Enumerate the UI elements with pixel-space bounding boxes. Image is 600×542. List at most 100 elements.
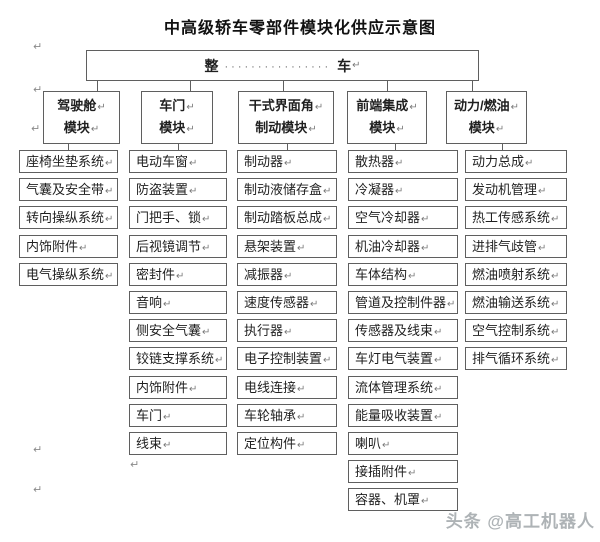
watermark: 头条 @高工机器人 [445,512,595,531]
module-header: 车门↵模块↵ [141,91,213,144]
module-item-text: 车体结构 [355,266,408,282]
module-item: 门把手、锁↵ [129,206,227,230]
module-item: 音响↵ [129,291,227,314]
paragraph-mark: ↵ [186,123,195,135]
module-header: 动力/燃油↵模块↵ [446,91,527,144]
module-item-text: 能量吸收装置 [355,407,434,423]
module-item: 传感器及线束↵ [348,319,458,343]
connector-root-to-module [387,81,388,91]
module-header-text: 制动模块 [255,119,308,135]
module-item-text: 发动机管理 [472,182,538,198]
paragraph-mark: ↵ [105,270,114,282]
connector-root-to-module [283,81,284,91]
paragraph-mark: ↵ [215,355,224,367]
module-header: 驾驶舱↵模块↵ [43,91,120,144]
paragraph-mark: ↵ [308,123,317,135]
paragraph-mark: ↵ [525,158,534,169]
paragraph-mark: ↵ [421,242,430,254]
module-item: 电气操纵系统↵ [19,262,118,286]
paragraph-mark: ↵ [408,270,417,282]
module-item-text: 冷凝器 [355,182,395,198]
module-item: 速度传感器↵ [237,291,337,314]
connector-root-to-module [472,81,473,91]
connector-module-to-items [502,144,503,150]
module-item: 电线连接↵ [237,375,337,399]
paragraph-mark: ↵ [79,242,88,254]
paragraph-mark: ↵ [202,327,211,339]
module-item: 内饰附件↵ [19,234,118,258]
module-item-text: 制动器 [244,154,284,169]
paragraph-mark: ↵ [510,101,519,113]
module-item-text: 进排气歧管 [472,238,538,254]
paragraph-mark: ↵ [538,186,547,198]
module-header-text: 车门 [159,97,186,113]
module-item: 铰链支撑系统↵ [129,347,227,371]
module-item-text: 空气冷却器 [355,210,421,226]
module-item-text: 侧安全气囊 [136,323,202,339]
module-item-text: 电子控制装置 [244,351,323,367]
connector-module-to-items [395,144,396,150]
connector-root-to-module [97,81,98,91]
module-item-text: 燃油喷射系统 [472,266,551,282]
module-item-text: 容器、机罩 [355,492,421,508]
module-item-text: 制动踏板总成 [244,210,323,226]
module-item: 气囊及安全带↵ [19,178,118,202]
paragraph-mark: ↵ [105,158,114,169]
paragraph-mark: ↵ [202,214,211,226]
paragraph-mark: ↵ [323,355,332,367]
paragraph-mark: ↵ [395,186,404,198]
module-header-text: 前端集成 [356,97,409,113]
module-item: 能量吸收装置↵ [348,403,458,427]
paragraph-mark: ↵ [409,101,418,113]
paragraph-mark: ↵ [323,214,332,226]
paragraph-mark: ↵ [447,299,456,310]
paragraph-mark: ↵ [284,270,293,282]
paragraph-mark: ↵ [284,327,293,339]
module-item-text: 密封件 [136,266,176,282]
module-item-text: 电动车窗 [136,154,189,169]
paragraph-mark: ↵ [434,383,443,395]
module-item: 车门↵ [129,403,227,427]
paragraph-mark: ↵ [163,299,172,310]
paragraph-mark: ↵ [551,214,560,226]
paragraph-mark: ↵ [352,60,361,71]
module-item: 定位构件↵ [237,432,337,455]
module-item-text: 门把手、锁 [136,210,202,226]
paragraph-mark: ↵ [395,158,404,169]
paragraph-mark: ↵ [130,459,140,471]
module-item-text: 座椅坐垫系统 [26,154,105,169]
module-item: 热工传感系统↵ [465,206,567,230]
paragraph-mark: ↵ [97,101,106,113]
module-item: 转向操纵系统↵ [19,206,118,230]
paragraph-mark: ↵ [421,214,430,226]
paragraph-mark: ↵ [551,270,560,282]
module-item-text: 电气操纵系统 [26,266,105,282]
module-header-text: 模块 [159,119,186,135]
paragraph-mark: ↵ [176,270,185,282]
module-header-text: 干式界面角 [248,97,314,113]
module-item: 执行器↵ [237,319,337,343]
module-header-text: 模块 [63,119,90,135]
module-item-text: 管道及控制件器 [355,295,447,310]
paragraph-mark: ↵ [31,123,41,135]
module-item-text: 后视镜调节 [136,238,202,254]
paragraph-mark: ↵ [189,383,198,395]
root-left-char: 整 [204,57,219,74]
module-header-line: 模块↵ [64,118,99,140]
paragraph-mark: ↵ [189,158,198,169]
module-header-text: 模块 [369,119,396,135]
paragraph-mark: ↵ [33,41,43,53]
paragraph-mark: ↵ [297,242,306,254]
module-item-text: 执行器 [244,323,284,339]
module-item-text: 车轮轴承 [244,407,297,423]
module-item-text: 散热器 [355,154,395,169]
module-item: 密封件↵ [129,262,227,286]
module-item-text: 动力总成 [472,154,525,169]
paragraph-mark: ↵ [434,355,443,367]
paragraph-mark: ↵ [105,214,114,226]
module-item-text: 气囊及安全带 [26,182,105,198]
connector-root-to-module [190,81,191,91]
root-right-char: 车 [337,57,352,74]
paragraph-mark: ↵ [163,411,172,423]
